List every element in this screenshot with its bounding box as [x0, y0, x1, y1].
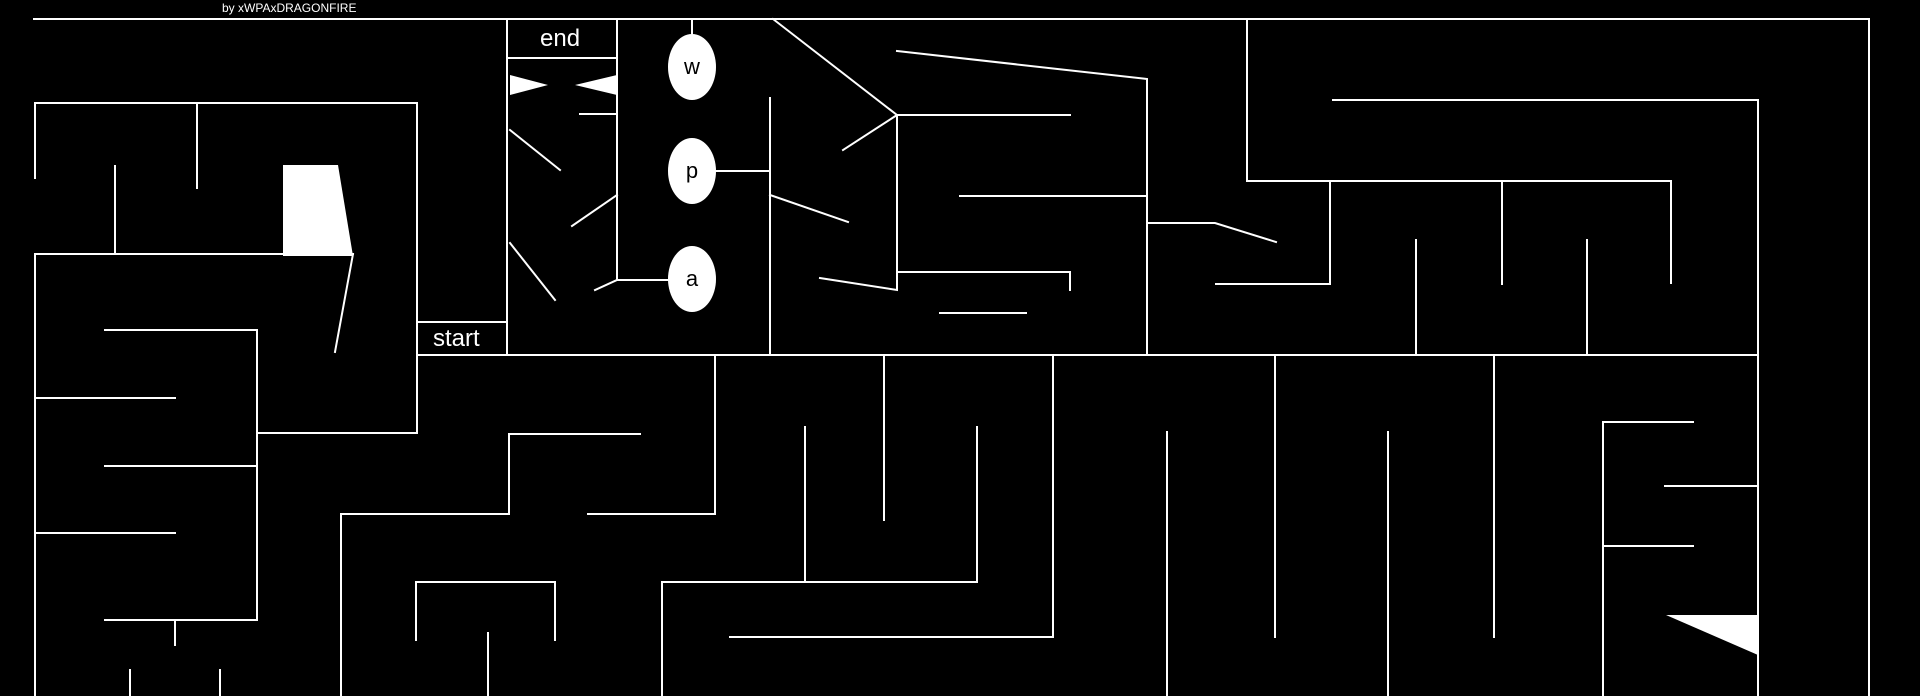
solid-blocks — [283, 165, 1758, 655]
node-a: a — [668, 246, 716, 312]
node-w-label: w — [683, 54, 700, 79]
left-arrow-icon — [575, 75, 617, 95]
node-w: w — [668, 34, 716, 100]
maze-border — [33, 18, 1870, 696]
end-label: end — [540, 25, 580, 52]
node-p-label: p — [686, 158, 698, 183]
node-a-label: a — [686, 266, 699, 291]
start-label: start — [433, 325, 480, 352]
maze-walls — [34, 17, 1759, 696]
arrow-markers — [510, 75, 617, 95]
credit-text: by xWPAxDRAGONFIRE — [222, 1, 356, 15]
right-arrow-icon — [510, 75, 548, 95]
node-p: p — [668, 138, 716, 204]
